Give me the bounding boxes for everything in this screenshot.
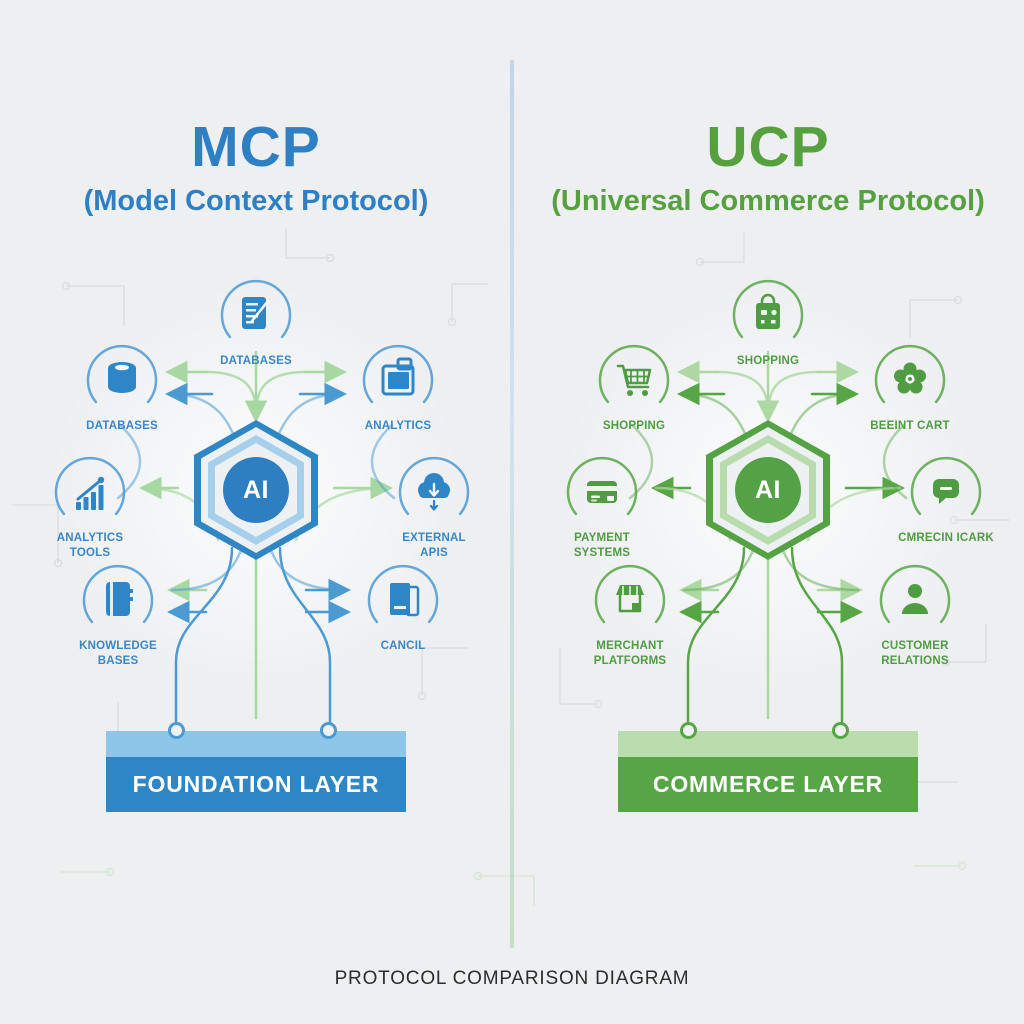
mcp-ai-hexagon: AI — [194, 420, 318, 560]
node-label: DATABASES — [86, 420, 158, 432]
mcp-panel: MCP (Model Context Protocol) — [0, 115, 512, 812]
node-label: DATABASES — [220, 355, 292, 367]
node-knowledge-bases: KNOWLEDGE BASES — [53, 562, 183, 669]
node-label: SHOPPING — [736, 355, 800, 367]
connector-dot — [680, 722, 697, 739]
database-icon — [86, 344, 158, 404]
files-icon — [367, 564, 439, 624]
node-label: ANALYTICS — [364, 420, 432, 432]
node-label: EXTERNAL APIS — [402, 532, 466, 559]
node-label: CANCIL — [380, 640, 426, 652]
shopping-bag-icon — [732, 279, 804, 339]
node-external-apis: EXTERNAL APIS — [369, 454, 499, 561]
credit-card-icon — [566, 456, 638, 516]
node-label: CMRECIN ICARK — [898, 532, 994, 544]
node-label: CUSTOMER RELATIONS — [881, 640, 949, 667]
ucp-subtitle: (Universal Commerce Protocol) — [551, 184, 985, 217]
connector-dot — [168, 722, 185, 739]
chat-bubble-icon — [910, 456, 982, 516]
cloud-icon — [398, 456, 470, 516]
book-icon — [82, 564, 154, 624]
node-label: PAYMENT SYSTEMS — [573, 532, 631, 559]
node-label: SHOPPING — [602, 420, 666, 432]
node-databases-left: DATABASES — [57, 342, 187, 434]
node-analytics-tools: ANALYTICS TOOLS — [25, 454, 155, 561]
node-merchant-platforms: MERCHANT PLATFORMS — [565, 562, 695, 669]
shopping-cart-icon — [598, 344, 670, 404]
mcp-title: MCP — [191, 115, 321, 179]
flower-icon — [874, 344, 946, 404]
diagram-caption: PROTOCOL COMPARISON DIAGRAM — [334, 968, 690, 989]
ai-core-badge: AI — [223, 457, 289, 523]
node-label: KNOWLEDGE BASES — [79, 640, 157, 667]
bar-chart-icon — [54, 456, 126, 516]
layer-bar-top-strip — [618, 731, 918, 757]
document-icon — [220, 279, 292, 339]
panel-divider — [510, 60, 514, 948]
storefront-icon — [594, 564, 666, 624]
ucp-title: UCP — [706, 115, 830, 179]
ucp-title-block: UCP (Universal Commerce Protocol) — [512, 115, 1024, 217]
commerce-layer-bar: COMMERCE LAYER — [618, 722, 918, 812]
ucp-ai-hexagon: AI — [706, 420, 830, 560]
folder-window-icon — [362, 344, 434, 404]
node-beeint-cart: BEEINT CART — [845, 342, 975, 434]
node-cancil: CANCIL — [338, 562, 468, 654]
layer-bar-top-strip — [106, 731, 406, 757]
node-shopping-cart: SHOPPING — [569, 342, 699, 434]
mcp-subtitle: (Model Context Protocol) — [83, 184, 429, 217]
person-icon — [879, 564, 951, 624]
node-analytics: ANALYTICS — [333, 342, 463, 434]
mcp-title-block: MCP (Model Context Protocol) — [0, 115, 512, 217]
node-label: BEEINT CART — [870, 420, 950, 432]
node-databases-top: DATABASES — [191, 277, 321, 369]
node-label: ANALYTICS TOOLS — [56, 532, 124, 559]
ucp-panel: UCP (Universal Commerce Protocol) — [512, 0, 1024, 1024]
node-label: MERCHANT PLATFORMS — [593, 640, 667, 667]
node-shopping-top: SHOPPING — [703, 277, 833, 369]
node-customer-relations: CUSTOMER RELATIONS — [850, 562, 980, 669]
node-payment-systems: PAYMENT SYSTEMS — [537, 454, 667, 561]
layer-bar-label: FOUNDATION LAYER — [106, 757, 406, 812]
connector-dot — [320, 722, 337, 739]
layer-bar-label: COMMERCE LAYER — [618, 757, 918, 812]
connector-dot — [832, 722, 849, 739]
foundation-layer-bar: FOUNDATION LAYER — [106, 722, 406, 812]
ai-core-badge: AI — [735, 457, 801, 523]
node-cmrecin-icark: CMRECIN ICARK — [881, 454, 1011, 546]
